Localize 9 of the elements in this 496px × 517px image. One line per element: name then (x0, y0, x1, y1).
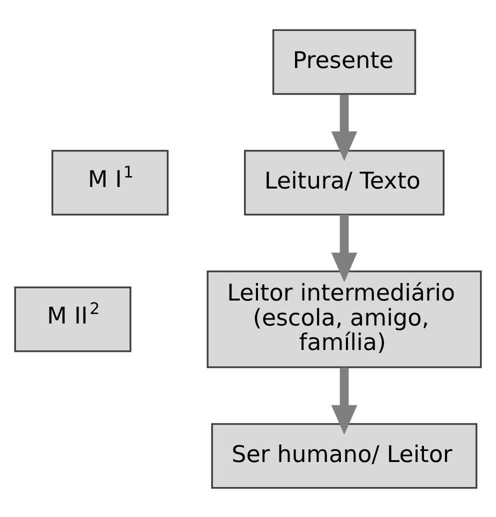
arrow (331, 214, 358, 282)
node-box: M II$^{2}$ (14, 286, 132, 352)
node-box: M I$^{1}$ (51, 149, 169, 216)
node-box: Ser humano/ Leitor (211, 422, 478, 488)
node-box: Presente (272, 28, 416, 94)
arrow (331, 367, 358, 434)
node-box: Leitor intermediário (escola, amigo, família) (206, 270, 482, 368)
node-box: Leitura/ Texto (244, 149, 445, 216)
arrow (331, 94, 358, 161)
